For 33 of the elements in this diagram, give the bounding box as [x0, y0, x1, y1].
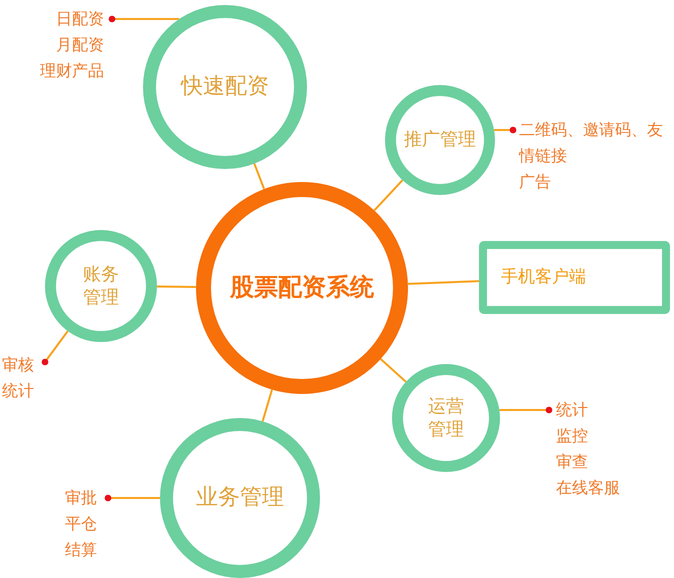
node-label: 手机客户端 — [501, 266, 587, 289]
node-label: 推广管理 — [404, 128, 476, 152]
list-item: 理财产品 — [39, 60, 104, 82]
list-item: 审核 — [2, 354, 35, 376]
topic-box — [479, 241, 670, 314]
connector-line — [380, 358, 407, 383]
connector-line — [156, 286, 196, 288]
leader-line — [499, 406, 552, 414]
list-item: 二维码、邀请码、友情链接 — [519, 119, 664, 167]
leader-line — [42, 330, 69, 366]
node-label: 股票配资系统 — [230, 272, 374, 304]
list-item: 审查 — [556, 451, 589, 473]
leader-line — [108, 16, 180, 22]
list-item: 平仓 — [65, 513, 98, 535]
node-label: 业务管理 — [196, 484, 284, 512]
node-label: 运营管理 — [427, 394, 465, 442]
connector-line — [408, 280, 480, 285]
list-item: 统计 — [2, 380, 35, 402]
list-item: 在线客服 — [556, 477, 621, 499]
list-item: 监控 — [556, 425, 589, 447]
list-item: 审批 — [65, 487, 98, 509]
node-label: 账务管理 — [82, 262, 120, 310]
list-item: 统计 — [556, 399, 589, 421]
list-item: 日配资 — [55, 8, 104, 30]
leader-line — [494, 126, 516, 134]
connector-line — [253, 163, 266, 190]
node-label: 快速配资 — [181, 72, 269, 101]
list-item: 广告 — [519, 171, 552, 193]
connector-line — [374, 180, 404, 212]
list-item: 结算 — [65, 539, 98, 561]
leader-line — [104, 494, 160, 502]
connector-line — [262, 389, 273, 422]
list-item: 月配资 — [55, 34, 104, 56]
